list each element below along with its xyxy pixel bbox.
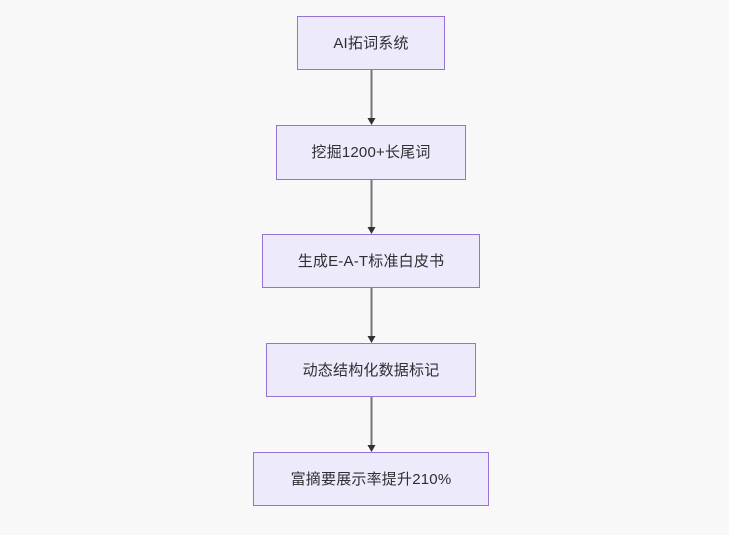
connector-node1-node2 [367,70,376,125]
flowchart-node-1-label: AI拓词系统 [333,34,409,52]
flowchart-node-4[interactable]: 动态结构化数据标记 [266,343,476,397]
flowchart-node-1[interactable]: AI拓词系统 [297,16,445,70]
connector-node2-node3 [367,180,376,234]
flowchart-node-5[interactable]: 富摘要展示率提升210% [253,452,489,506]
flowchart-node-2-label: 挖掘1200+长尾词 [311,144,431,161]
connector-line [370,397,372,445]
arrowhead-icon [367,118,375,125]
arrowhead-icon [367,445,375,452]
connector-line [370,180,372,227]
arrowhead-icon [367,336,375,343]
flowchart-node-2[interactable]: 挖掘1200+长尾词 [276,125,466,180]
connector-line [370,70,372,118]
arrowhead-icon [367,227,375,234]
flowchart-node-5-label: 富摘要展示率提升210% [290,470,452,488]
flowchart-node-3[interactable]: 生成E-A-T标准白皮书 [262,234,480,288]
connector-node3-node4 [367,288,376,343]
connector-node4-node5 [367,397,376,452]
connector-line [370,288,372,336]
flowchart-node-4-label: 动态结构化数据标记 [302,361,440,379]
flowchart-node-3-label: 生成E-A-T标准白皮书 [297,252,445,270]
